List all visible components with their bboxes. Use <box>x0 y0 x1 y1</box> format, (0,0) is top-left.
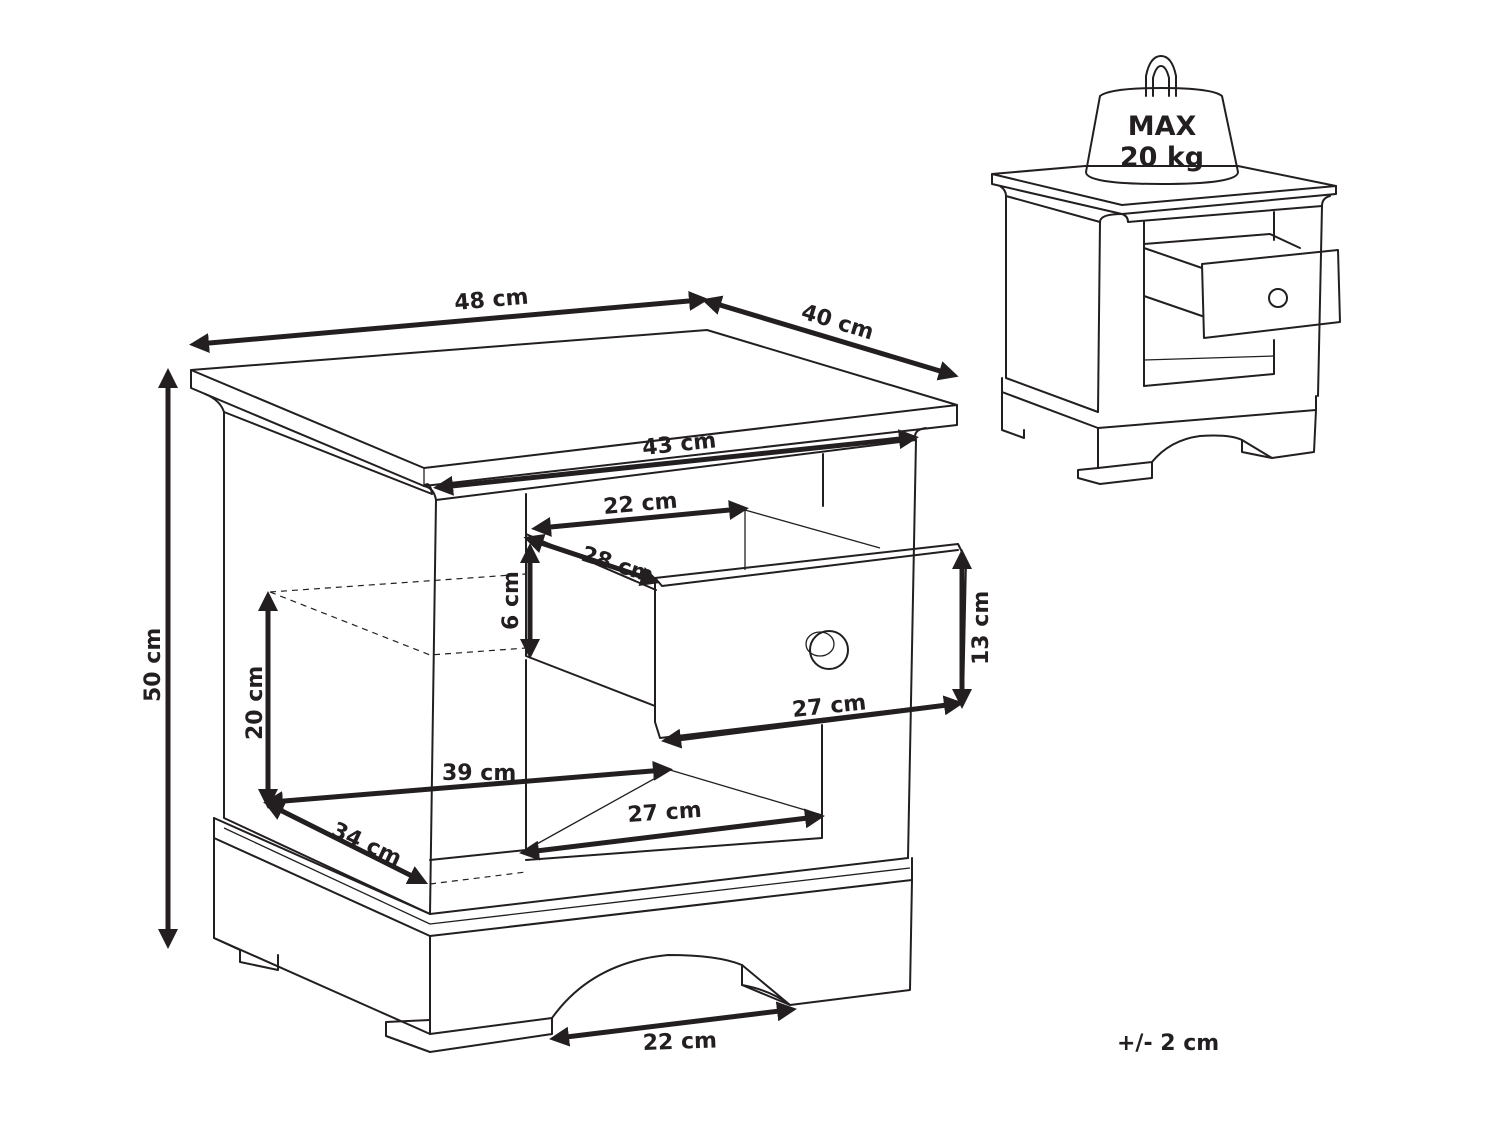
arrow-43 <box>433 429 919 496</box>
arrow-22-drawer <box>531 500 749 537</box>
tolerance-note: +/- 2 cm <box>1117 1031 1219 1056</box>
label-20: 20 cm <box>243 666 268 740</box>
arrow-48 <box>189 290 709 354</box>
weight-max-text: MAX <box>1128 111 1197 142</box>
label-27-shelf: 27 cm <box>627 798 703 828</box>
weight-kg-text: 20 kg <box>1120 142 1204 173</box>
label-48: 48 cm <box>453 285 529 316</box>
arrow-39 <box>263 760 673 812</box>
label-34: 34 cm <box>327 818 405 872</box>
arrow-40 <box>701 295 959 381</box>
small-nightstand: MAX 20 kg <box>991 55 1341 485</box>
label-28: 28 cm <box>578 542 656 589</box>
label-39: 39 cm <box>442 761 516 786</box>
label-22-base: 22 cm <box>642 1028 717 1056</box>
arrow-27-shelf <box>519 808 825 861</box>
arrow-34 <box>263 801 429 885</box>
dimension-arrows <box>158 290 972 1047</box>
arrow-28 <box>523 533 661 587</box>
label-13: 13 cm <box>969 591 994 665</box>
arrow-22-base <box>549 1001 797 1047</box>
label-6: 6 cm <box>499 571 524 630</box>
label-43: 43 cm <box>641 428 717 461</box>
label-50: 50 cm <box>141 628 166 702</box>
arrow-27-drawer <box>661 695 964 749</box>
weight-icon: MAX 20 kg <box>1085 55 1239 185</box>
